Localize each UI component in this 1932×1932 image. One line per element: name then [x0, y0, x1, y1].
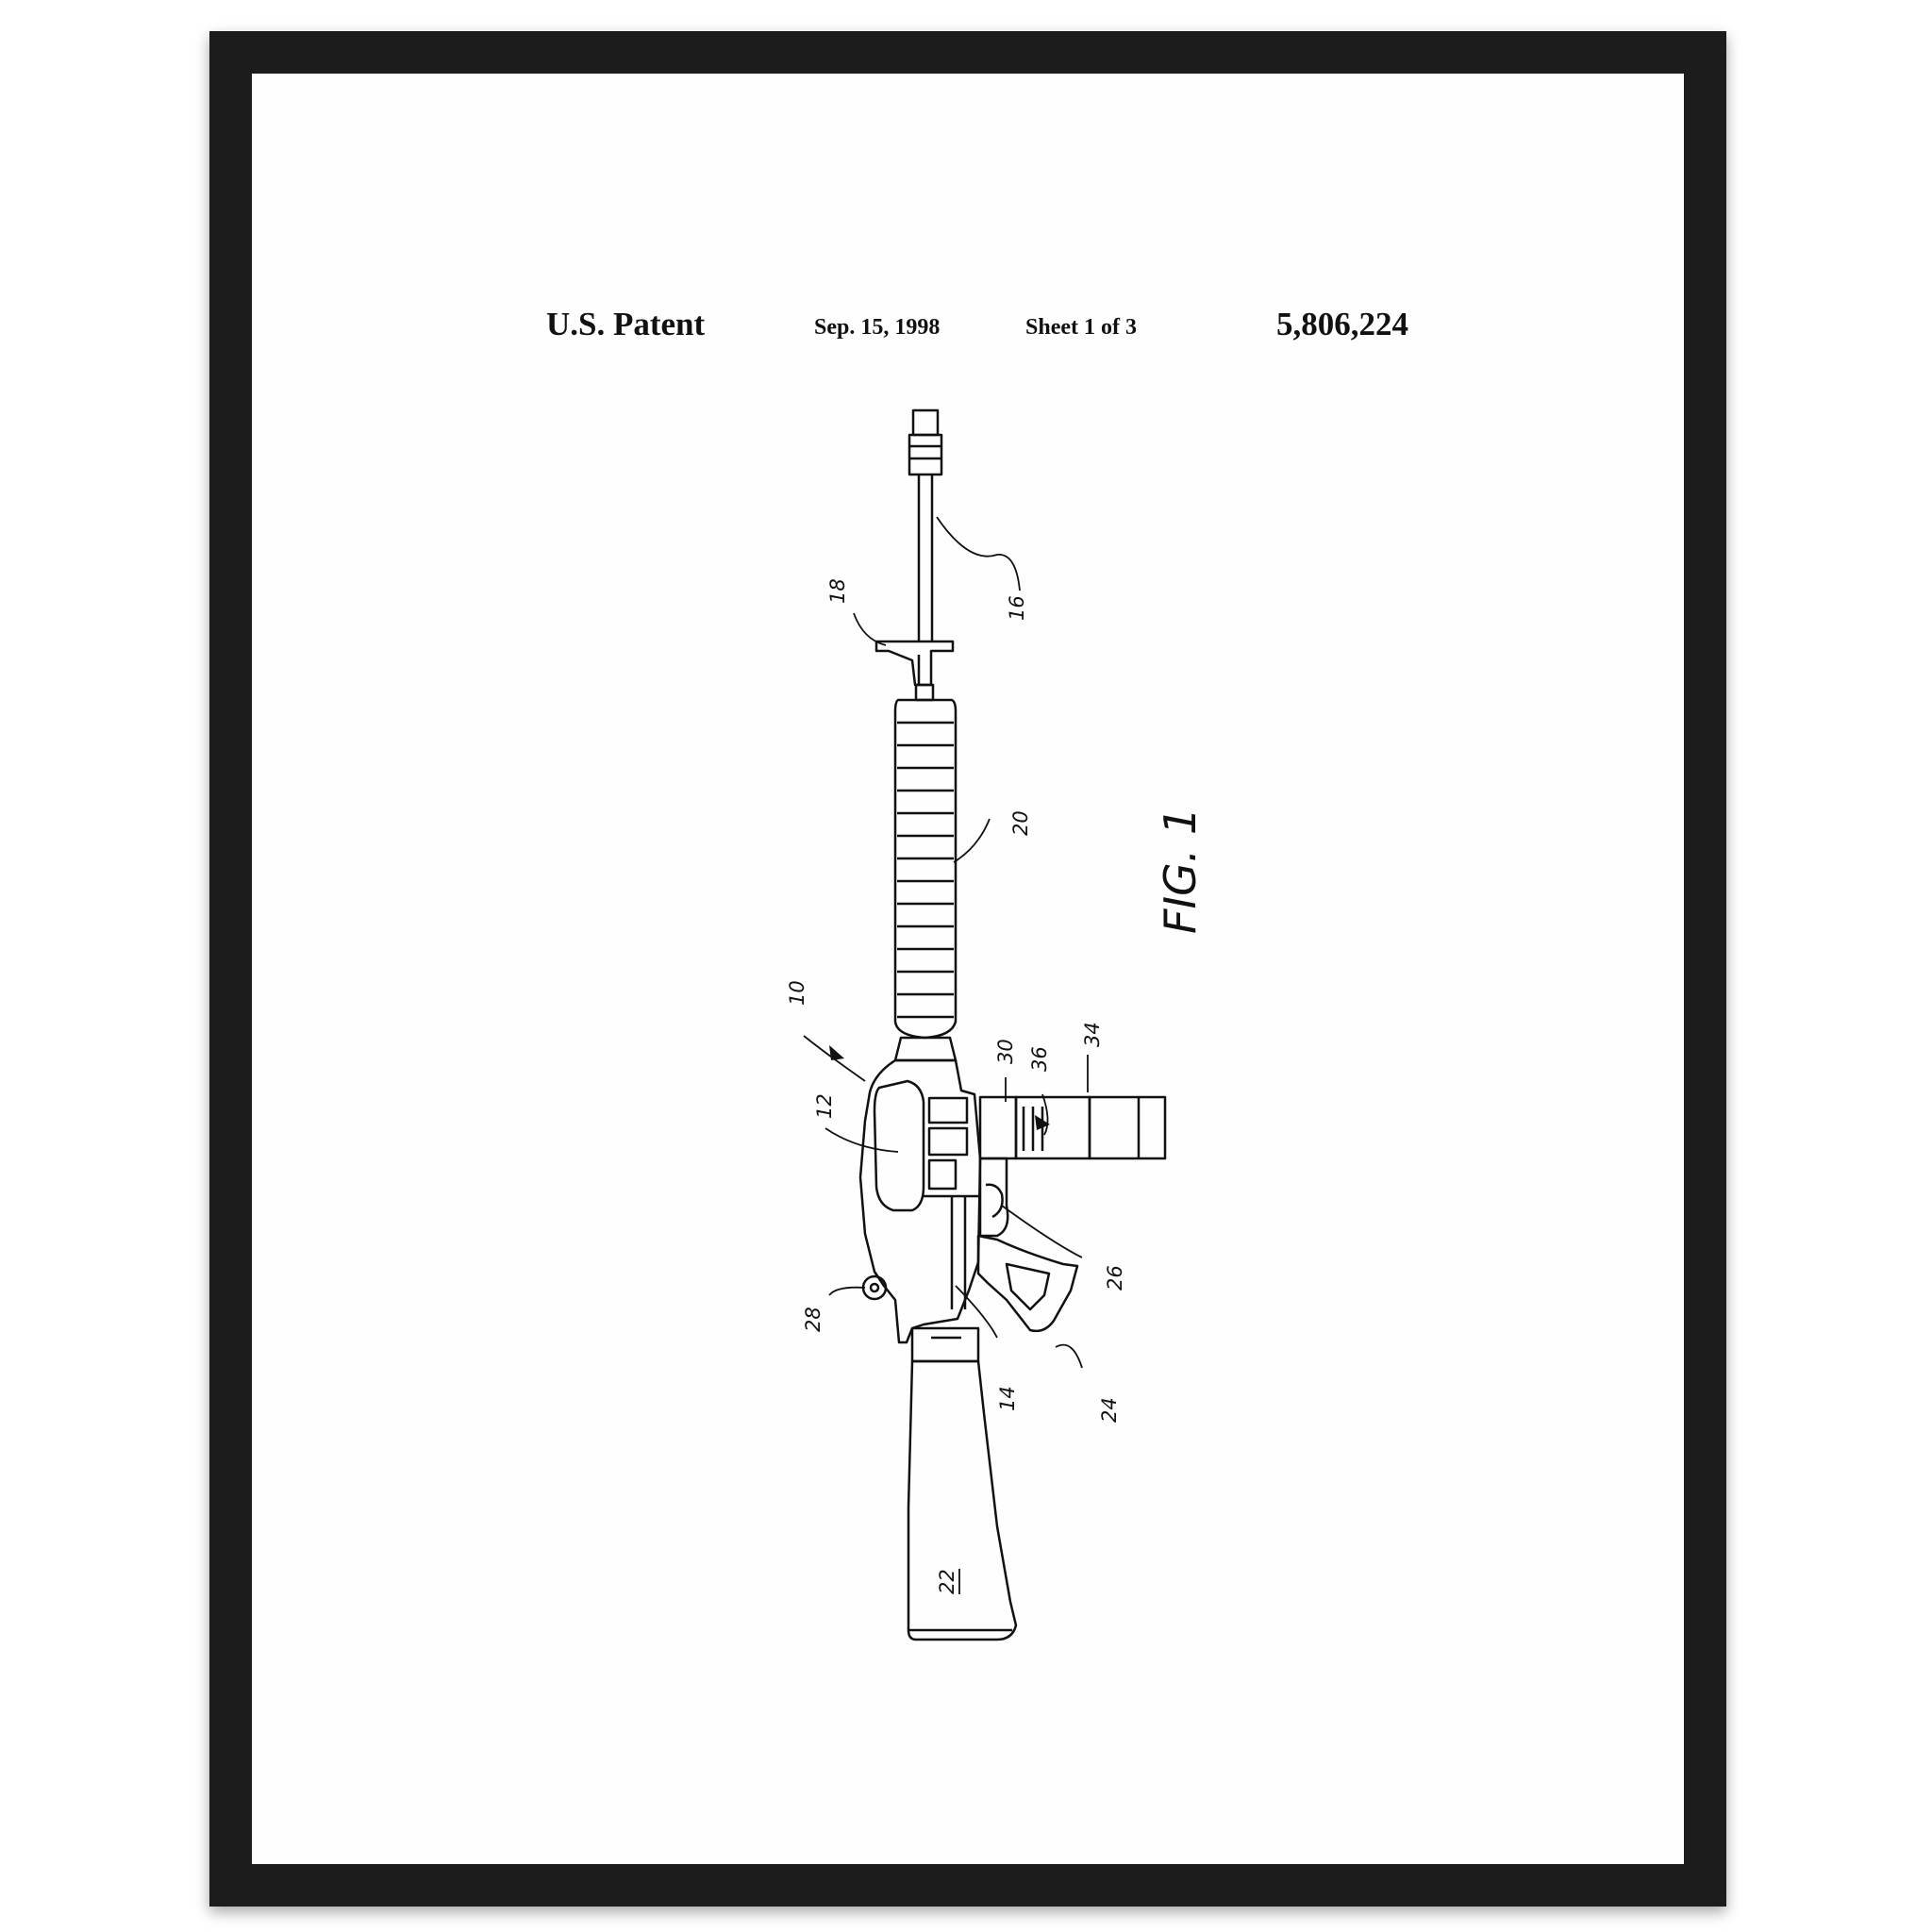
rifle-outline	[858, 408, 1167, 1641]
ref-numeral: 10	[786, 980, 808, 1006]
ref-numeral: 18	[826, 578, 849, 604]
ref-numeral: 20	[1009, 810, 1032, 836]
patent-sheet: Sheet 1 of 3	[1025, 315, 1137, 340]
ref-numeral: 26	[1104, 1265, 1126, 1291]
leader-lines	[803, 516, 1089, 1369]
arrow-36-icon	[1035, 1115, 1050, 1130]
rifle-drawing: 18 16 20 10 30 36 34 12 26 28 14 24 22 F…	[786, 408, 1206, 1641]
ref-numeral: 24	[1098, 1397, 1121, 1423]
arrow-10-icon	[829, 1045, 844, 1060]
ref-numeral: 12	[813, 1093, 836, 1119]
ref-numeral: 28	[802, 1307, 824, 1332]
ref-numeral: 30	[994, 1039, 1017, 1064]
paper-mat: U.S. Patent Sep. 15, 1998 Sheet 1 of 3 5…	[252, 74, 1684, 1864]
patent-title: U.S. Patent	[546, 306, 706, 342]
patent-number: 5,806,224	[1276, 306, 1408, 342]
ref-numeral: 16	[1006, 595, 1028, 621]
patent-date: Sep. 15, 1998	[814, 315, 941, 340]
handguard-ribs	[897, 721, 954, 1019]
ref-numeral: 34	[1081, 1022, 1104, 1047]
ref-numeral: 36	[1028, 1046, 1051, 1072]
picture-frame: U.S. Patent Sep. 15, 1998 Sheet 1 of 3 5…	[209, 31, 1726, 1907]
ref-numeral-underlined: 22	[936, 1569, 958, 1594]
ref-numeral: 14	[996, 1386, 1019, 1411]
figure-label: FIG. 1	[1155, 808, 1206, 934]
